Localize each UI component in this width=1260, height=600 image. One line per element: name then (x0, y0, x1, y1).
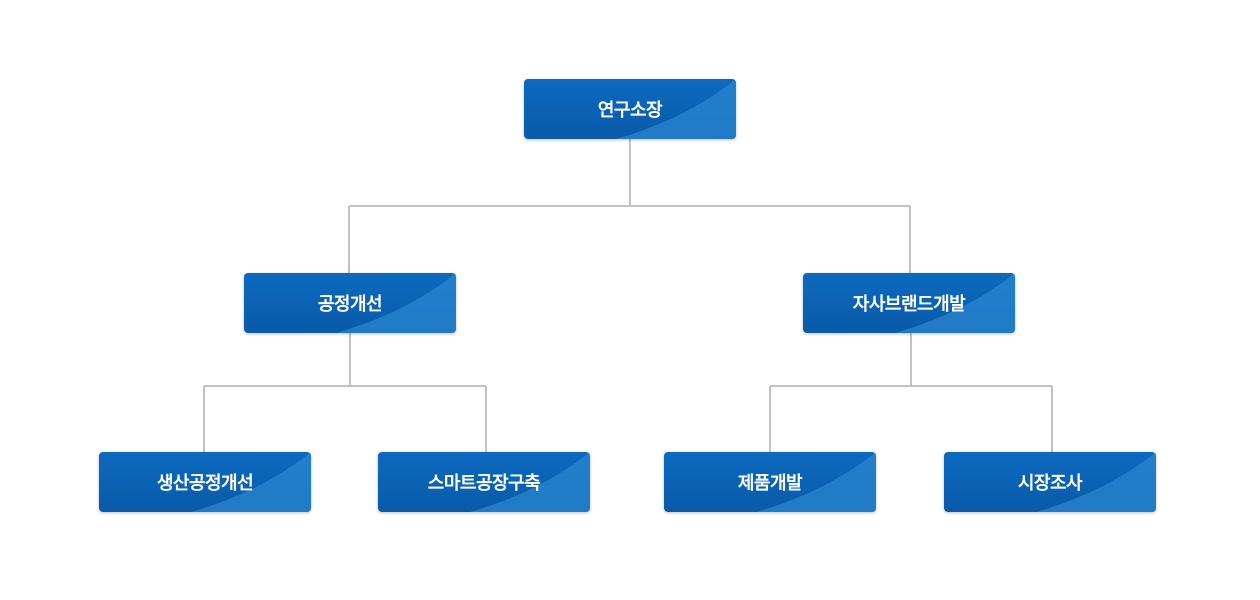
node-process-improvement: 공정개선 (244, 273, 456, 333)
node-highlight (1036, 452, 1156, 512)
node-product-development: 제품개발 (664, 452, 876, 512)
node-label: 스마트공장구축 (427, 473, 541, 494)
node-market-research: 시장조사 (944, 452, 1156, 512)
node-label: 연구소장 (597, 100, 663, 121)
node-highlight (191, 452, 311, 512)
node-highlight (616, 79, 736, 139)
node-highlight (756, 452, 876, 512)
node-highlight (470, 452, 590, 512)
node-label: 자사브랜드개발 (852, 294, 966, 315)
node-production-process-improvement: 생산공정개선 (99, 452, 311, 512)
node-label: 공정개선 (317, 294, 383, 315)
node-highlight (336, 273, 456, 333)
node-own-brand-development: 자사브랜드개발 (803, 273, 1015, 333)
node-label: 제품개발 (737, 473, 803, 494)
node-label: 생산공정개선 (156, 473, 254, 494)
node-smart-factory: 스마트공장구축 (378, 452, 590, 512)
node-label: 시장조사 (1017, 473, 1083, 494)
node-highlight (895, 273, 1015, 333)
node-research-director: 연구소장 (524, 79, 736, 139)
